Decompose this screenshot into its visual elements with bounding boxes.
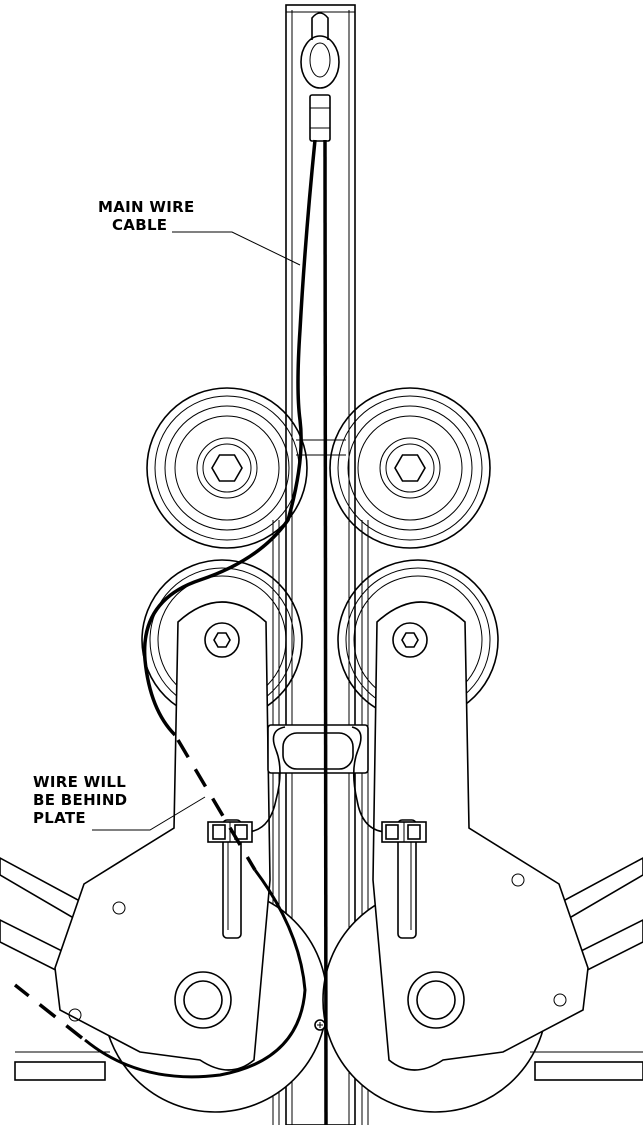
upper-pulley-right: [329, 387, 491, 549]
wire-behind-plate-label-line3: PLATE: [33, 809, 86, 827]
right-swing-arm: [372, 601, 643, 1071]
clip-mark-1: 0: [215, 827, 223, 840]
cable-clip-left: 0 0: [207, 821, 253, 843]
clip-mark-2: 0: [237, 827, 245, 840]
left-swing-arm: [0, 601, 271, 1071]
cable-clip-right: 0 0: [381, 821, 427, 843]
wire-behind-plate-label-line2: BE BEHIND: [33, 791, 128, 809]
leader-lines: [92, 231, 301, 831]
base-strips: [14, 1051, 643, 1081]
cable-thimble-fitting: [300, 12, 340, 142]
clip-mark-3: 0: [388, 827, 396, 840]
main-wire-cable-label-line1: MAIN WIRE: [98, 198, 195, 216]
center-bracket: [267, 724, 369, 1031]
wire-behind-plate-label-line1: WIRE WILL: [33, 773, 127, 791]
main-wire-cable: [13, 139, 328, 1125]
clip-mark-4: 0: [410, 827, 418, 840]
wire-loops: [247, 726, 386, 833]
main-wire-cable-label-line2: CABLE: [112, 216, 168, 234]
